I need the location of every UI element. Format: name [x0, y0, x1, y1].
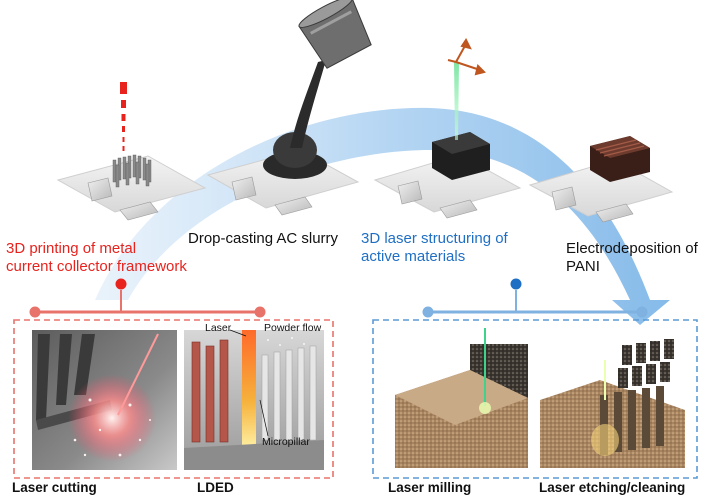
right-panel-frame [372, 319, 698, 479]
left-bracket [29, 278, 266, 318]
stage-1-framework [56, 82, 207, 221]
laser-etching-photo [535, 328, 685, 468]
beaker-icon [298, 0, 372, 69]
caption-lded: LDED [197, 480, 234, 495]
caption-laser-etching: Laser etching/cleaning [539, 480, 686, 495]
process-arrow [95, 107, 670, 325]
stage-2-dropcast [206, 0, 372, 216]
lded-photo [184, 329, 324, 470]
stage-3-laser-structuring [373, 38, 522, 219]
left-panel-frame [13, 319, 334, 479]
step-4-line2: PANI [566, 258, 600, 275]
axis-arrows-icon [447, 38, 486, 76]
step-4-line1: Electrodeposition of [566, 240, 698, 257]
caption-laser-milling: Laser milling [388, 480, 472, 495]
step-4-label: Electrodeposition of PANI [566, 240, 698, 276]
step-2-line1: Drop-casting AC slurry [188, 230, 339, 247]
laser-cutting-photo [32, 330, 177, 470]
step-3-line2: active materials [361, 248, 466, 265]
laser-milling-photo [384, 328, 529, 468]
step-1-line1: 3D printing of metal [6, 240, 137, 257]
annotation-laser: Laser [205, 322, 232, 334]
pani-block-icon [590, 136, 650, 182]
step-2-label: Drop-casting AC slurry [188, 230, 338, 248]
pillar-array-icon [112, 154, 152, 188]
step-1-line2: current collector framework [6, 258, 187, 275]
right-pin-icon [510, 278, 522, 290]
left-pin-icon [115, 278, 127, 290]
stage-4-electrodeposition [528, 136, 674, 223]
step-3-label: 3D laser structuring of active materials [361, 230, 508, 266]
annotation-micropillar: Micropillar [262, 436, 310, 448]
green-laser-beam [454, 62, 459, 140]
right-bracket [422, 278, 648, 318]
step-3-line1: 3D laser structuring of [361, 230, 508, 247]
spark-particles [73, 398, 151, 457]
caption-laser-cutting: Laser cutting [12, 480, 97, 495]
annotation-powder-flow: Powder flow [264, 322, 322, 334]
step-1-label: 3D printing of metal current collector f… [6, 240, 187, 276]
red-laser-icon [120, 82, 127, 151]
